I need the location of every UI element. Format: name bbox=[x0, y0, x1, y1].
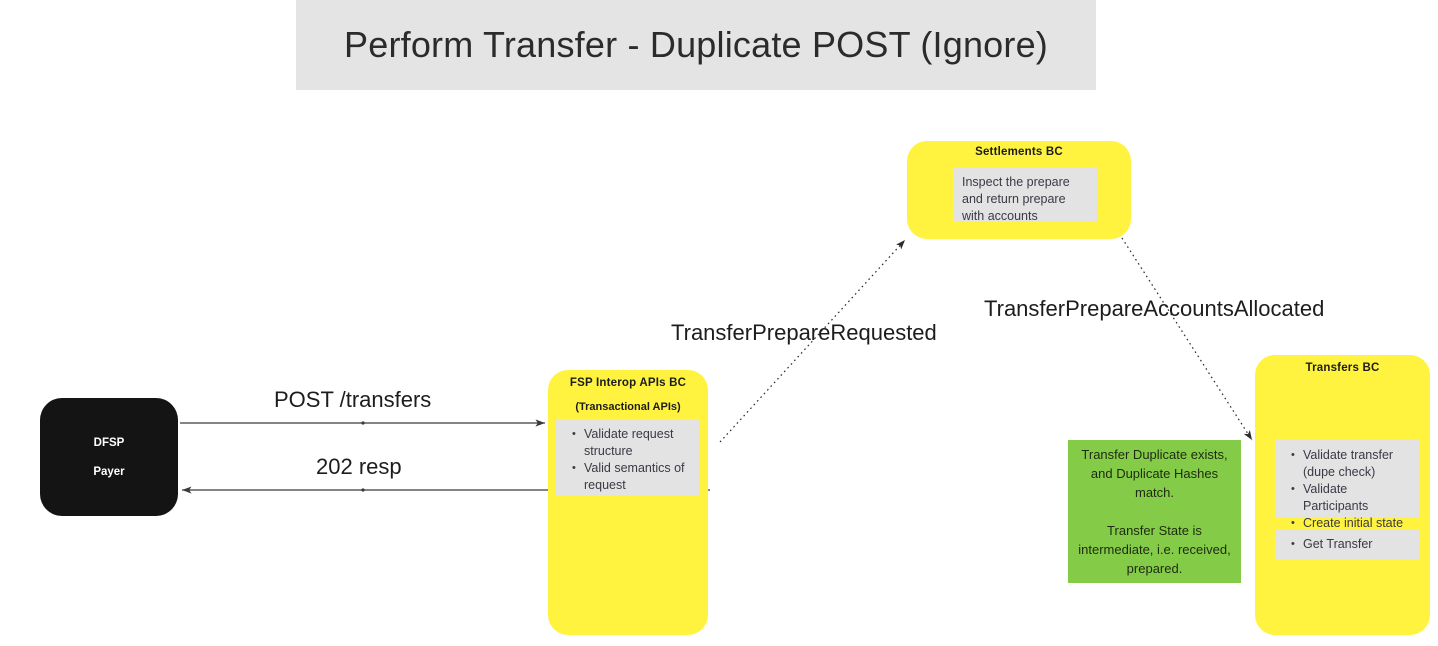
fsp-interop-bc-panel: Validate request structure Valid semanti… bbox=[556, 419, 700, 496]
transfers-bc-title: Transfers BC bbox=[1305, 362, 1380, 374]
settlements-bc-title: Settlements BC bbox=[975, 146, 1063, 158]
transfers-bc-panel-primary: Validate transfer (dupe check) Validate … bbox=[1275, 440, 1419, 532]
transfers-bullet-list-primary: Validate transfer (dupe check) Validate … bbox=[1283, 447, 1415, 532]
note-paragraph-2: Transfer State is intermediate, i.e. rec… bbox=[1078, 523, 1231, 576]
flow-label-transfer-prepare-accounts-allocated: TransferPrepareAccountsAllocated bbox=[984, 296, 1325, 321]
box-transfers-bc: Transfers BC Validate transfer (dupe che… bbox=[1255, 355, 1430, 635]
actor-label-dfsp: DFSP bbox=[93, 436, 125, 449]
page-title: Perform Transfer - Duplicate POST (Ignor… bbox=[344, 24, 1048, 65]
note-duplicate-state: Transfer Duplicate exists, and Duplicate… bbox=[1068, 440, 1241, 583]
actor-label-payer: Payer bbox=[93, 465, 125, 478]
arrow-transfer-prepare-accounts-allocated bbox=[1121, 237, 1253, 441]
flow-label-202-resp: 202 resp bbox=[316, 454, 402, 479]
list-item: Valid semantics of request bbox=[572, 460, 696, 494]
settlements-bc-panel: Inspect the prepare and return prepare w… bbox=[953, 167, 1097, 223]
list-item: Create initial state bbox=[1291, 515, 1415, 532]
box-fsp-interop-apis-bc: FSP Interop APIs BC (Transactional APIs)… bbox=[548, 370, 708, 635]
actor-dfsp-payer: DFSP Payer bbox=[40, 398, 178, 516]
fsp-interop-bullet-list: Validate request structure Valid semanti… bbox=[564, 426, 696, 494]
settlements-bc-panel-text: Inspect the prepare and return prepare w… bbox=[962, 175, 1070, 223]
flow-label-transfer-prepare-requested: TransferPrepareRequested bbox=[671, 320, 937, 345]
fsp-interop-bc-title: FSP Interop APIs BC bbox=[569, 377, 687, 389]
title-band: Perform Transfer - Duplicate POST (Ignor… bbox=[296, 0, 1096, 90]
list-item: Validate transfer (dupe check) bbox=[1291, 447, 1415, 481]
transfers-bullet-list-secondary: Get Transfer bbox=[1283, 536, 1415, 553]
transfers-bc-panel-secondary: Get Transfer bbox=[1275, 530, 1419, 560]
box-settlements-bc: Settlements BC Inspect the prepare and r… bbox=[907, 141, 1131, 239]
list-item: Get Transfer bbox=[1291, 536, 1415, 553]
fsp-interop-bc-subtitle: (Transactional APIs) bbox=[575, 401, 681, 413]
list-item: Validate Participants bbox=[1291, 481, 1415, 515]
flow-label-post-transfers: POST /transfers bbox=[274, 387, 432, 412]
list-item: Validate request structure bbox=[572, 426, 696, 460]
note-paragraph-1: Transfer Duplicate exists, and Duplicate… bbox=[1081, 447, 1228, 500]
